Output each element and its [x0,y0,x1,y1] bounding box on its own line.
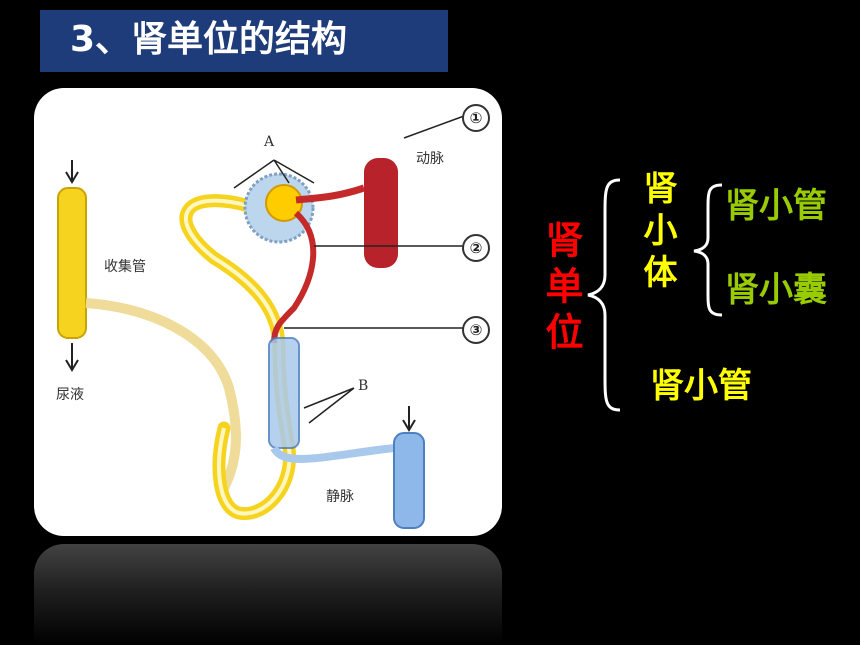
leader-lines [303,387,355,424]
branch-2-label: 肾小管 [650,366,752,406]
label-urine: 尿液 [56,387,84,403]
nephron-diagram [57,115,465,529]
label-a: A [264,134,275,150]
down-arrow-icon [402,406,416,432]
label-b: B [358,378,369,394]
leader-lines [233,115,465,189]
vein-vessel [393,432,425,529]
label-artery: 动脉 [416,151,444,167]
nephron-diagram-panel: 动脉 收集管 尿液 静脉 A B ① ② ③ [34,88,502,536]
label-vein: 静脉 [326,489,354,505]
root-label: 肾单位 [539,220,583,358]
slide-title: 3、肾单位的结构 [70,19,348,60]
diagram-reflection [34,544,502,645]
down-arrow-icon [65,160,79,184]
down-arrow-icon [65,343,79,372]
marker-2: ② [462,234,490,262]
connecting-tubule [85,298,241,491]
leaf-tubule-label: 肾小管 [725,186,827,226]
marker-1: ① [462,104,490,132]
capillary-network [268,337,300,449]
sub-brace [693,183,723,317]
marker-3: ③ [462,316,490,344]
title-banner [40,10,448,72]
label-collecting-duct: 收集管 [104,259,146,275]
main-brace [587,178,621,412]
leader-lines [284,245,464,329]
glomerulus [265,184,303,222]
efferent-arteriole [271,210,317,344]
branch-1-label: 肾小体 [637,170,677,296]
venule [270,444,395,463]
collecting-duct [57,187,87,339]
artery-vessel [364,158,398,268]
afferent-arteriole [295,184,366,204]
leaf-capsule-label: 肾小囊 [725,270,827,310]
